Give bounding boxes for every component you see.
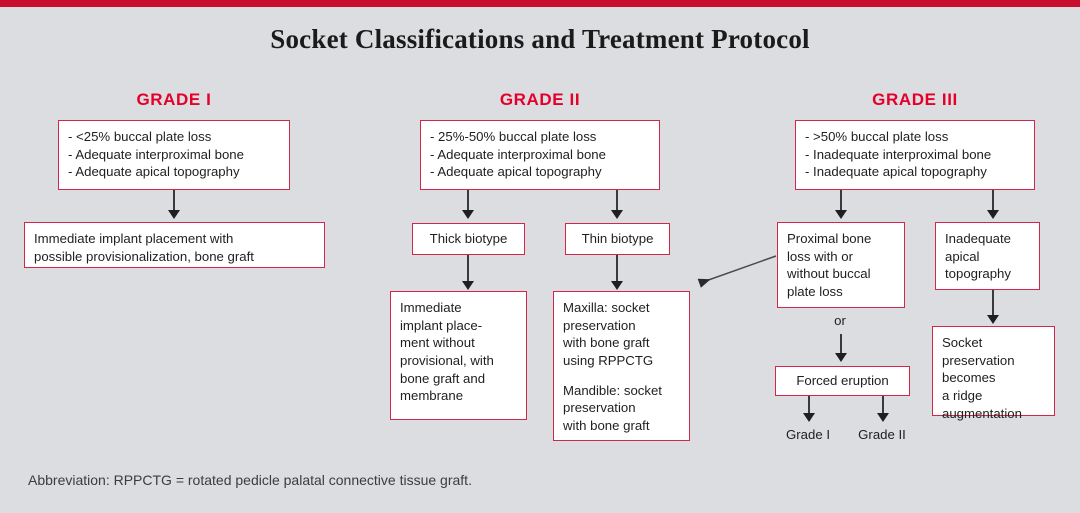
thick-biotype-label: Thick biotype [429,231,508,247]
grade-3-criteria-box: - >50% buccal plate loss - Inadequate in… [795,120,1035,190]
proximal-bone-loss-line-4: plate loss [787,284,843,300]
thin-biotype-box: Thin biotype [565,223,670,255]
grade-1-criteria-line-2: - Adequate interproximal bone [68,146,244,162]
outcome-grade-2-label: Grade II [858,427,906,442]
grade-2-thick-connector-line [467,190,469,213]
grade-2-criteria-box: - 25%-50% buccal plate loss - Adequate i… [420,120,660,190]
forced-eruption-label: Forced eruption [796,373,889,389]
maxilla-line-2: preservation [563,317,636,333]
thick-treatment-line-4: provisional, with [400,353,494,369]
ridge-augmentation-arrow-icon [987,315,999,324]
outcome-right-connector-line [882,396,884,415]
grade-3-heading: GRADE III [872,90,958,109]
grade-3-left-arrow-icon [835,210,847,219]
grade-2-criteria-line-1: - 25%-50% buccal plate loss [430,129,597,144]
grade-1-criteria-box: - <25% buccal plate loss - Adequate inte… [58,120,290,190]
thick-treatment-line-2: implant place- [400,317,483,333]
grade-3-criteria-line-2: - Inadequate interproximal bone [805,146,992,162]
page-title: Socket Classifications and Treatment Pro… [270,24,810,54]
proximal-bone-loss-box: Proximal bone loss with or without bucca… [777,222,905,308]
maxilla-line-4: using RPPCTG [563,353,654,369]
ridge-augmentation-line-1: Socket [942,335,983,350]
ridge-augmentation-connector-line [992,290,994,317]
treatment-spacer [563,370,680,382]
thin-biotype-label: Thin biotype [581,231,654,247]
grade-1-criteria-line-3: - Adequate apical topography [68,164,240,180]
forced-eruption-box: Forced eruption [775,366,910,396]
proximal-bone-loss-line-3: without buccal [787,266,871,282]
thick-treatment-line-5: bone graft and [400,370,486,386]
thin-biotype-treatment-box: Maxilla: socket preservation with bone g… [553,291,690,441]
maxilla-line-1: Maxilla: socket [563,300,650,315]
ridge-augmentation-line-2: preservation [942,352,1015,368]
or-label: or [834,313,846,328]
outcome-left-arrow-icon [803,413,815,422]
ridge-augmentation-line-3: becomes [942,370,996,386]
grade-1-connector-line [173,190,175,213]
abbreviation-footnote: Abbreviation: RPPCTG = rotated pedicle p… [28,472,472,488]
grade-3-left-connector-line [840,190,842,213]
grade-3-right-arrow-icon [987,210,999,219]
grade-2-criteria-line-3: - Adequate apical topography [430,164,602,180]
thick-biotype-treatment-box: Immediate implant place- ment without pr… [390,291,527,420]
proximal-bone-loss-line-2: loss with or [787,248,853,264]
thick-treatment-line-1: Immediate [400,300,462,315]
inadequate-apical-line-2: apical [945,248,980,264]
grade-1-heading: GRADE I [136,90,212,109]
grade-1-treatment-line-1: Immediate implant placement with [34,231,234,246]
grade-2-thin-arrow-icon [611,210,623,219]
grade-1-arrow-icon [168,210,180,219]
inadequate-apical-line-1: Inadequate [945,231,1012,246]
mandible-line-2: preservation [563,400,636,416]
thin-biotype-arrow-icon [611,281,623,290]
grade-1-treatment-box: Immediate implant placement with possibl… [24,222,325,268]
grade3-to-grade2-diagonal-arrow [697,255,777,288]
grade-2-criteria-line-2: - Adequate interproximal bone [430,146,606,162]
ridge-augmentation-line-4: a ridge [942,388,983,404]
grade-2-thin-connector-line [616,190,618,213]
grade-2-thick-arrow-icon [462,210,474,219]
thick-biotype-box: Thick biotype [412,223,525,255]
grade-2-heading: GRADE II [499,90,581,109]
mandible-line-3: with bone graft [563,418,650,434]
thick-treatment-line-3: ment without [400,335,475,351]
grade-1-treatment-line-2: possible provisionalization, bone graft [34,248,254,264]
grade-1-criteria-line-1: - <25% buccal plate loss [68,129,212,144]
mandible-line-1: Mandible: socket [563,382,662,398]
thick-biotype-connector-line [467,255,469,283]
outcome-left-connector-line [808,396,810,415]
maxilla-line-3: with bone graft [563,335,650,351]
thin-biotype-connector-line [616,255,618,283]
grade-3-criteria-line-1: - >50% buccal plate loss [805,129,949,144]
thick-treatment-line-6: membrane [400,388,464,404]
forced-eruption-arrow-icon [835,353,847,362]
proximal-bone-loss-line-1: Proximal bone [787,231,872,246]
grade-3-right-connector-line [992,190,994,213]
thick-biotype-arrow-icon [462,281,474,290]
outcome-grade-1-label: Grade I [786,427,830,442]
grade-3-criteria-line-3: - Inadequate apical topography [805,164,987,180]
inadequate-apical-topography-box: Inadequate apical topography [935,222,1040,290]
forced-eruption-connector-line [840,334,842,356]
top-accent-bar [0,0,1080,7]
ridge-augmentation-box: Socket preservation becomes a ridge augm… [932,326,1055,421]
outcome-right-arrow-icon [877,413,889,422]
ridge-augmentation-line-5: augmentation [942,405,1022,421]
inadequate-apical-line-3: topography [945,266,1011,282]
